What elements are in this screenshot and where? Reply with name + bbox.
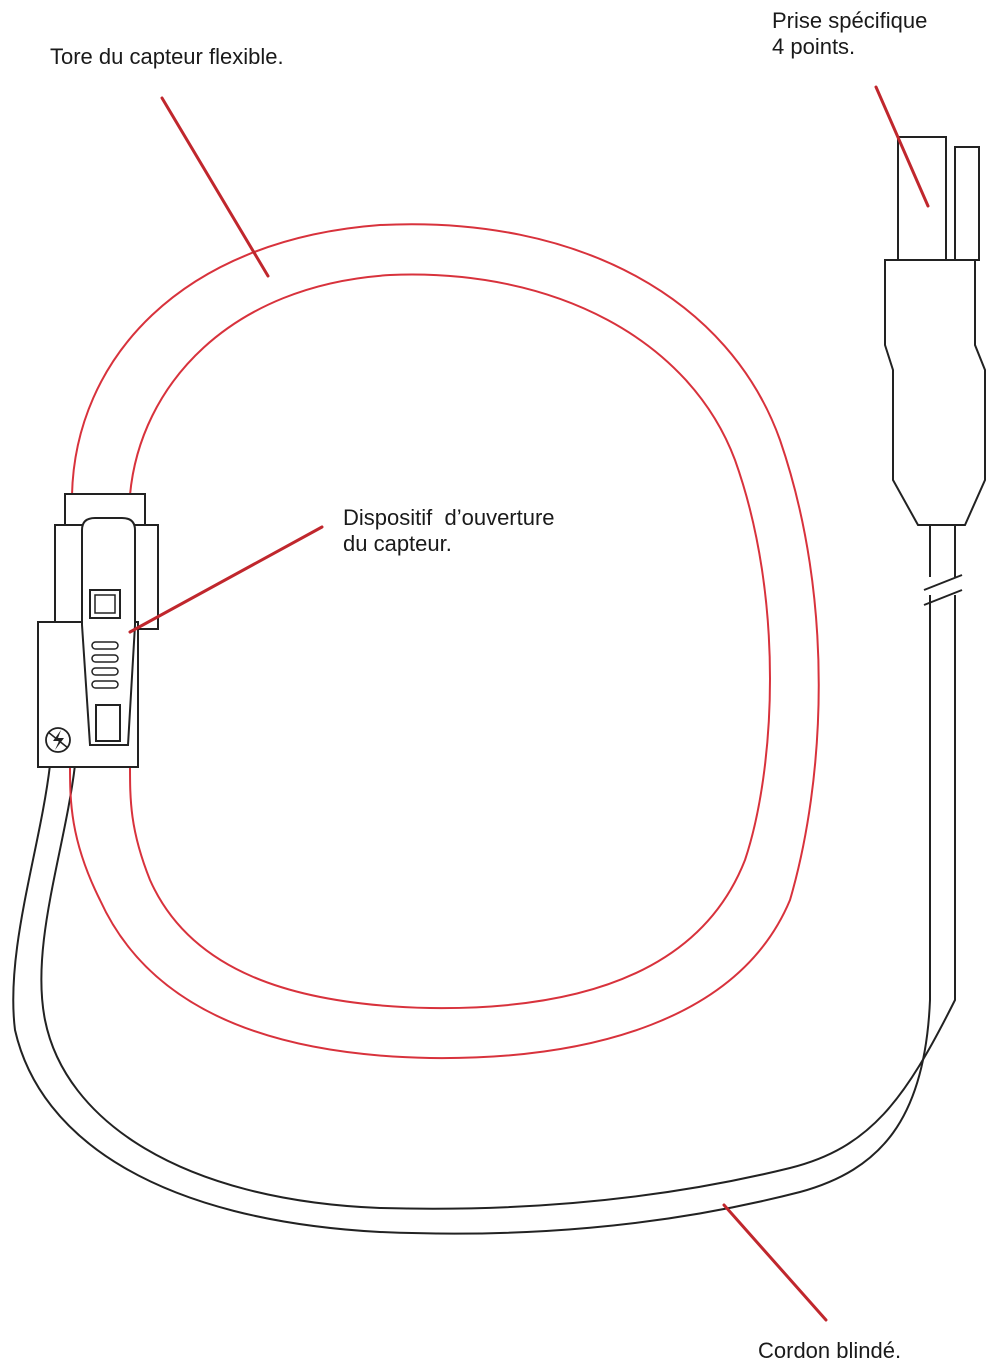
label-prise-specifique: Prise spécifique 4 points. — [772, 8, 927, 60]
flexible-torus — [69, 223, 820, 1060]
label-cordon-text: Cordon blindé. — [758, 1338, 902, 1363]
plug-housing — [884, 259, 986, 526]
cable-break-mark — [923, 574, 963, 606]
label-dispositif-line-2: du capteur. — [343, 531, 452, 556]
label-prise-line-1: Prise spécifique — [772, 8, 928, 33]
label-tore-text: Tore du capteur flexible. — [50, 44, 284, 69]
shielded-cable — [12, 525, 956, 1235]
label-dispositif-ouverture: Dispositif d’ouverture du capteur. — [343, 505, 555, 557]
lever-latch — [95, 704, 121, 742]
torus-inner-ring — [129, 273, 771, 1010]
lever-grip — [91, 641, 119, 689]
leader-dispositif — [128, 525, 324, 634]
leader-lines — [128, 85, 930, 1322]
label-tore-capteur: Tore du capteur flexible. — [50, 44, 284, 70]
torus-outer-ring — [69, 223, 820, 1060]
label-prise-line-2: 4 points. — [772, 34, 856, 59]
leader-prise — [874, 85, 930, 208]
leader-tore — [160, 96, 270, 278]
plug-pin-narrow — [954, 146, 980, 261]
connector-side-left — [54, 524, 84, 630]
leader-cordon — [722, 1203, 828, 1322]
cable-outer-edge — [12, 525, 931, 1235]
cable-inner-edge — [40, 525, 956, 1210]
opening-device — [37, 493, 159, 768]
label-dispositif-line-1: Dispositif d’ouverture — [343, 505, 555, 530]
lightning-warning-icon — [45, 727, 71, 753]
four-point-plug — [884, 136, 986, 526]
label-cordon-blinde: Cordon blindé. — [758, 1338, 901, 1364]
